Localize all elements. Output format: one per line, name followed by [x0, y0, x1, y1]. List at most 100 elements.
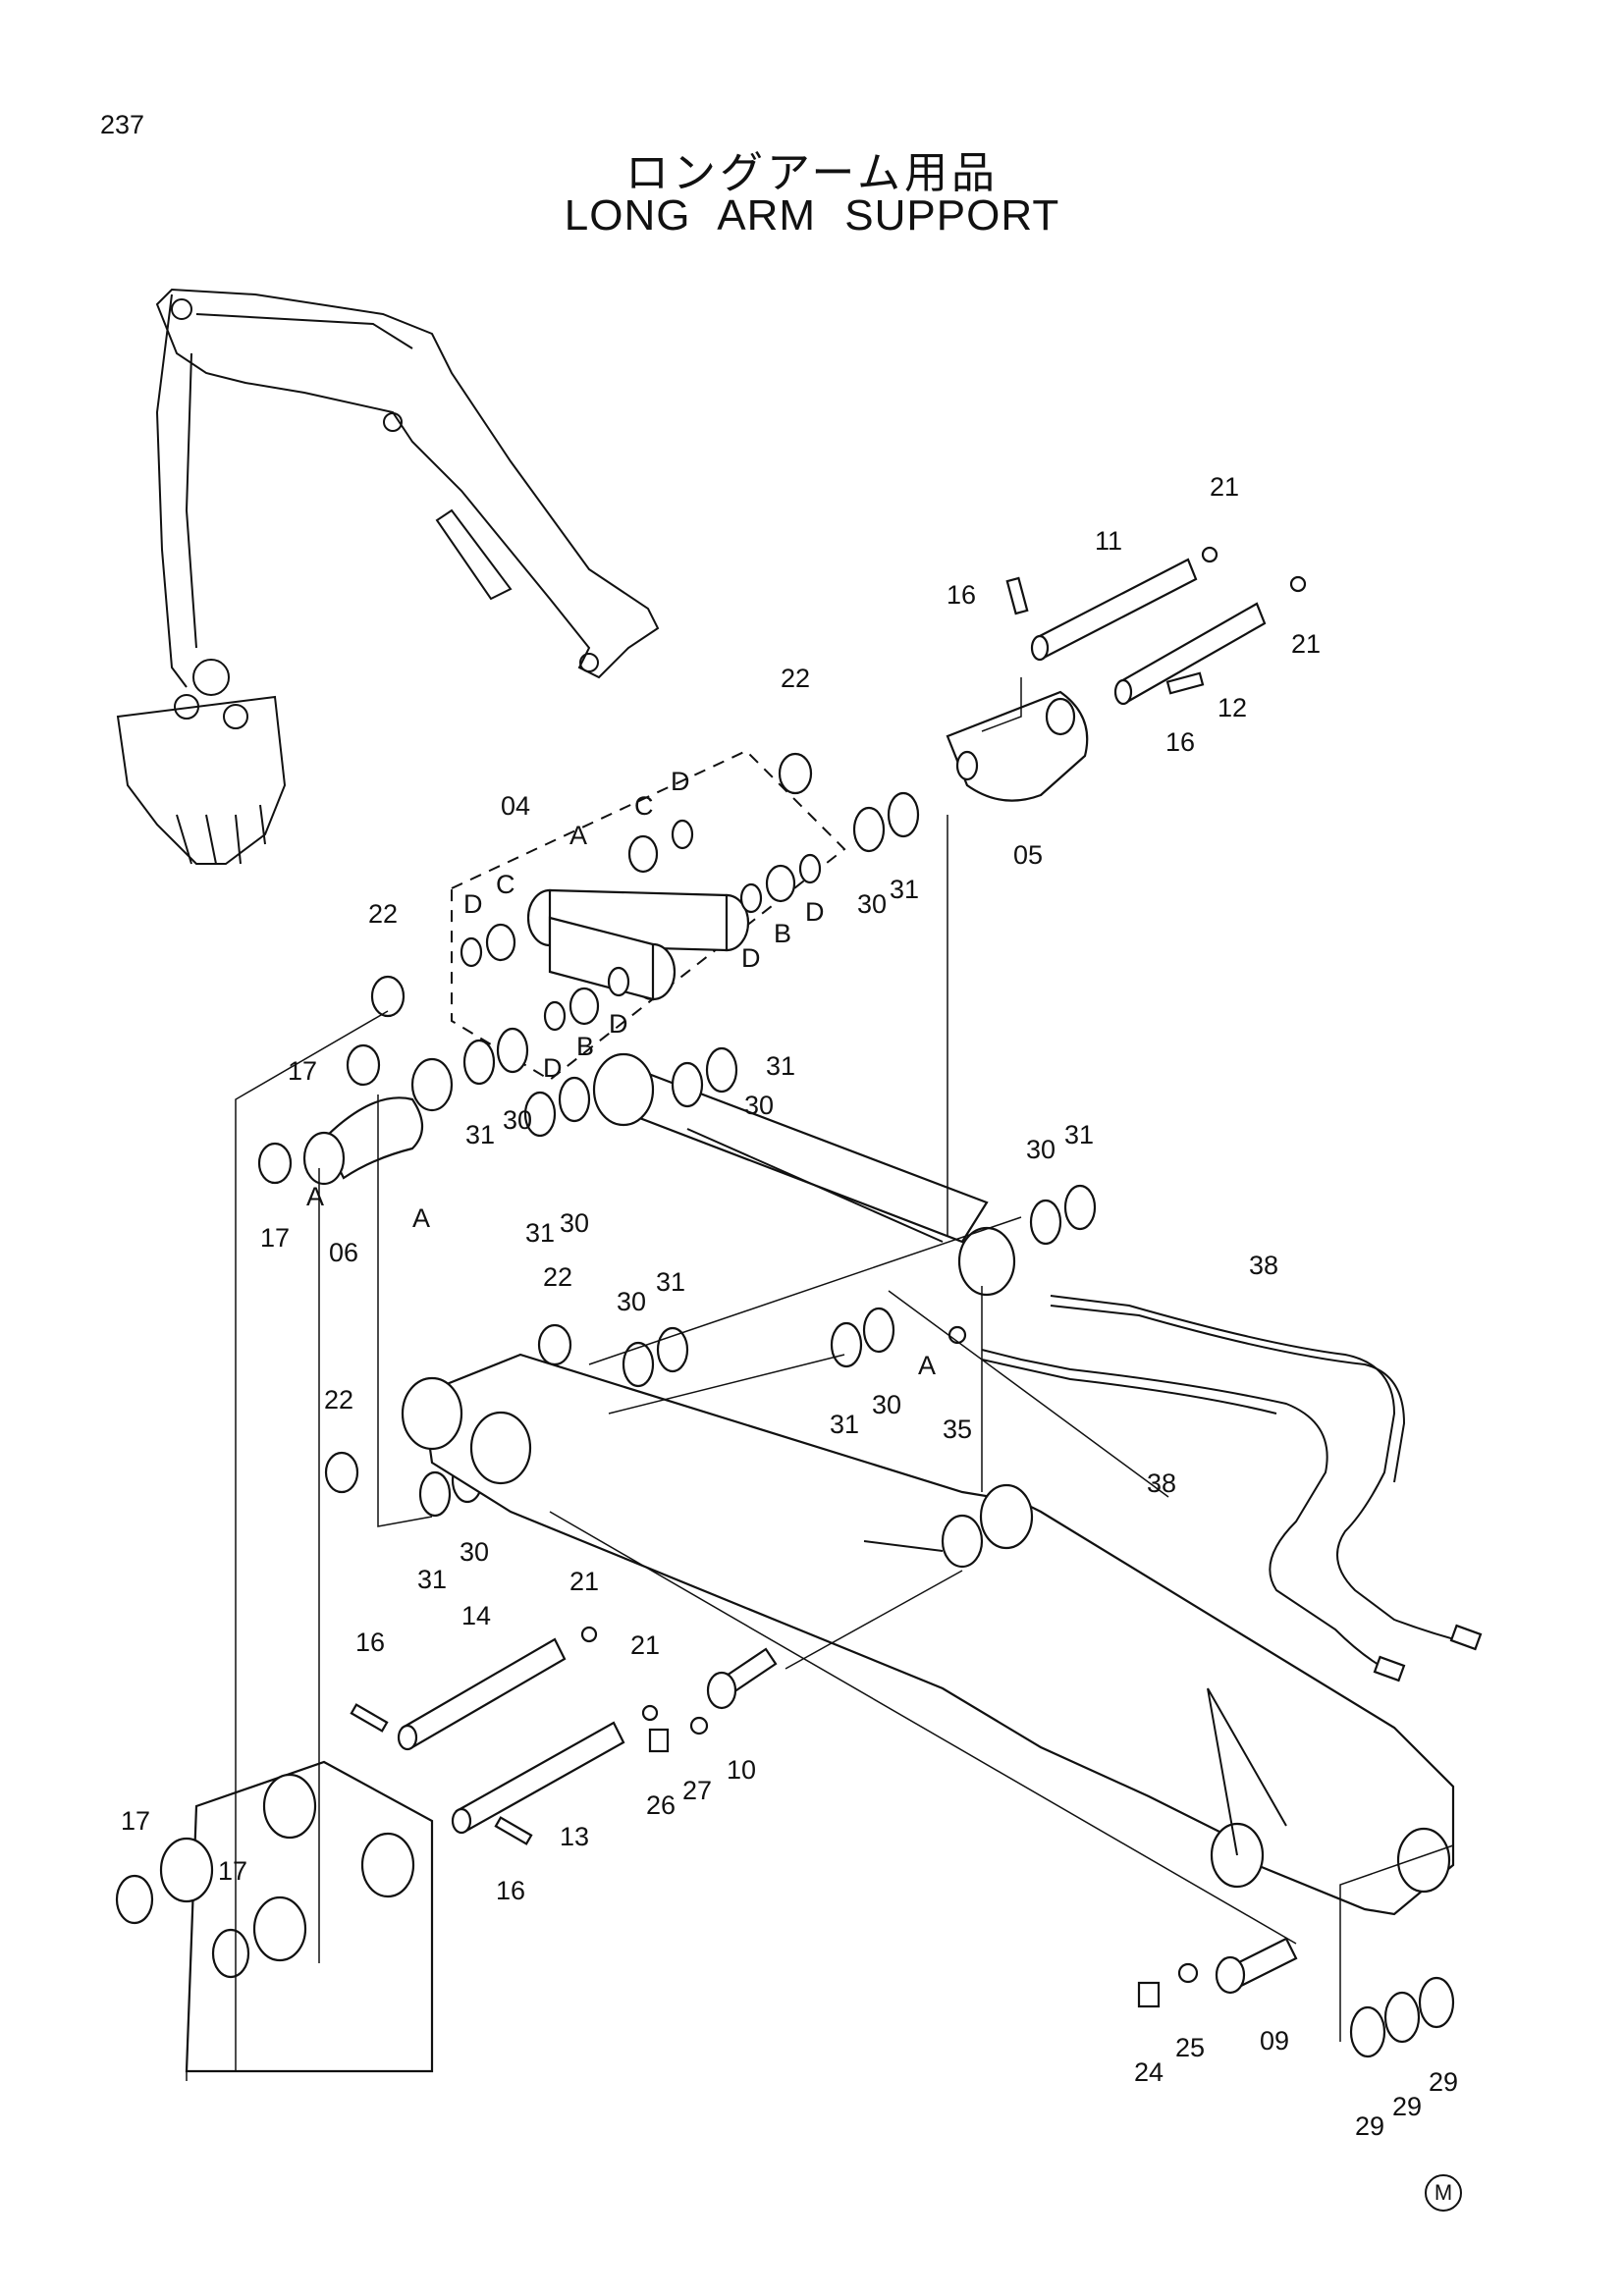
shim-30-f: [622, 1341, 655, 1388]
callout-B: B: [774, 919, 791, 948]
callout-26: 26: [646, 1790, 676, 1820]
hydraulic-cylinder: [592, 1052, 1016, 1297]
assembly-lines: [186, 677, 1454, 2081]
hydraulic-hose-38-a: [1050, 1295, 1474, 1645]
shim-31-b: [462, 1039, 496, 1086]
callout-35: 35: [943, 1415, 972, 1444]
callout-D: D: [463, 889, 483, 919]
callout-38: 38: [1249, 1251, 1278, 1280]
excavator-overview-sketch: [116, 288, 660, 865]
callout-29: 29: [1355, 2111, 1384, 2141]
callout-22: 22: [368, 899, 398, 929]
fitting-35: [947, 1325, 967, 1345]
o-ring-22-c: [537, 1323, 572, 1366]
callout-13: 13: [560, 1822, 589, 1851]
callout-25: 25: [1175, 2033, 1205, 2062]
callout-C: C: [496, 870, 515, 899]
shim-30-b: [496, 1027, 529, 1074]
shim-31-a: [887, 791, 920, 838]
callout-29: 29: [1392, 2092, 1422, 2121]
callout-30: 30: [503, 1105, 532, 1135]
shim-31-d: [523, 1091, 557, 1138]
callout-D: D: [671, 767, 690, 796]
callout-17: 17: [218, 1856, 247, 1886]
callout-16: 16: [947, 580, 976, 610]
callout-16: 16: [355, 1628, 385, 1657]
shim-31-c: [705, 1046, 738, 1094]
shim-31-g: [830, 1321, 863, 1368]
callout-31: 31: [525, 1218, 555, 1248]
callout-D: D: [741, 943, 761, 973]
roll-pin-16-a: [1005, 576, 1029, 615]
callout-D: D: [609, 1009, 628, 1039]
callout-A: A: [569, 821, 587, 850]
callout-31: 31: [830, 1410, 859, 1439]
callout-30: 30: [560, 1208, 589, 1238]
nut-25: [1177, 1962, 1199, 1984]
shim-31-h: [418, 1470, 452, 1518]
callout-31: 31: [890, 875, 919, 904]
callout-30: 30: [1026, 1135, 1056, 1164]
pin-11: [1034, 558, 1198, 660]
o-ring-22-a: [778, 752, 813, 795]
callout-31: 31: [656, 1267, 685, 1297]
callout-17: 17: [260, 1223, 290, 1253]
roll-pin-16-d: [494, 1816, 533, 1845]
callout-31: 31: [1064, 1120, 1094, 1149]
callout-09: 09: [1260, 2026, 1289, 2056]
callout-31: 31: [766, 1051, 795, 1081]
grease-fitting-21-a: [1201, 546, 1218, 563]
callout-21: 21: [630, 1630, 660, 1660]
bracket-06: [257, 1043, 454, 1186]
callout-21: 21: [1291, 629, 1321, 659]
shim-30-a: [852, 806, 886, 853]
callout-B: B: [576, 1032, 594, 1061]
callout-17: 17: [288, 1056, 317, 1086]
roll-pin-16-c: [350, 1703, 389, 1733]
callout-24: 24: [1134, 2057, 1164, 2087]
callout-30: 30: [460, 1537, 489, 1567]
callout-05: 05: [1013, 840, 1043, 870]
page-number: 237: [100, 110, 145, 139]
shim-30-e: [1029, 1199, 1062, 1246]
callout-17: 17: [121, 1806, 150, 1836]
long-arm-body: [401, 1353, 1455, 1916]
shim-30-d: [558, 1076, 591, 1123]
cap-17-d: [211, 1928, 250, 1979]
callout-38: 38: [1147, 1468, 1176, 1498]
link-kit-boundary: [451, 749, 846, 1082]
grease-fitting-21-d: [641, 1704, 659, 1722]
boom-end-mount: [115, 1760, 434, 2073]
hydraulic-hose-38-b: [981, 1349, 1395, 1675]
grease-fitting-21-c: [580, 1626, 598, 1643]
callout-21: 21: [1210, 472, 1239, 502]
callout-22: 22: [324, 1385, 353, 1415]
callout-D: D: [805, 897, 825, 927]
callout-D: D: [543, 1053, 563, 1083]
shim-29-c: [1418, 1976, 1455, 2029]
o-ring-22-b: [370, 975, 406, 1018]
cap-17-c: [115, 1874, 154, 1925]
callout-30: 30: [617, 1287, 646, 1316]
grease-fitting-21-b: [1289, 575, 1307, 593]
shim-30-g: [862, 1307, 895, 1354]
callout-A: A: [412, 1203, 430, 1233]
callout-10: 10: [727, 1755, 756, 1785]
callout-30: 30: [857, 889, 887, 919]
callout-22: 22: [781, 664, 810, 693]
callout-14: 14: [461, 1601, 491, 1630]
bolt-24: [1137, 1981, 1161, 2008]
callout-22: 22: [543, 1262, 572, 1292]
shim-31-e: [1063, 1184, 1097, 1231]
pin-14: [401, 1637, 567, 1749]
callout-C: C: [634, 791, 654, 821]
callout-21: 21: [569, 1567, 599, 1596]
roll-pin-16-b: [1165, 671, 1205, 695]
callout-30: 30: [744, 1091, 774, 1120]
link-assembly-04: [460, 819, 822, 1032]
callout-29: 29: [1429, 2067, 1458, 2097]
o-ring-22-d: [324, 1451, 359, 1494]
callout-06: 06: [329, 1238, 358, 1267]
shim-29-b: [1383, 1991, 1421, 2044]
